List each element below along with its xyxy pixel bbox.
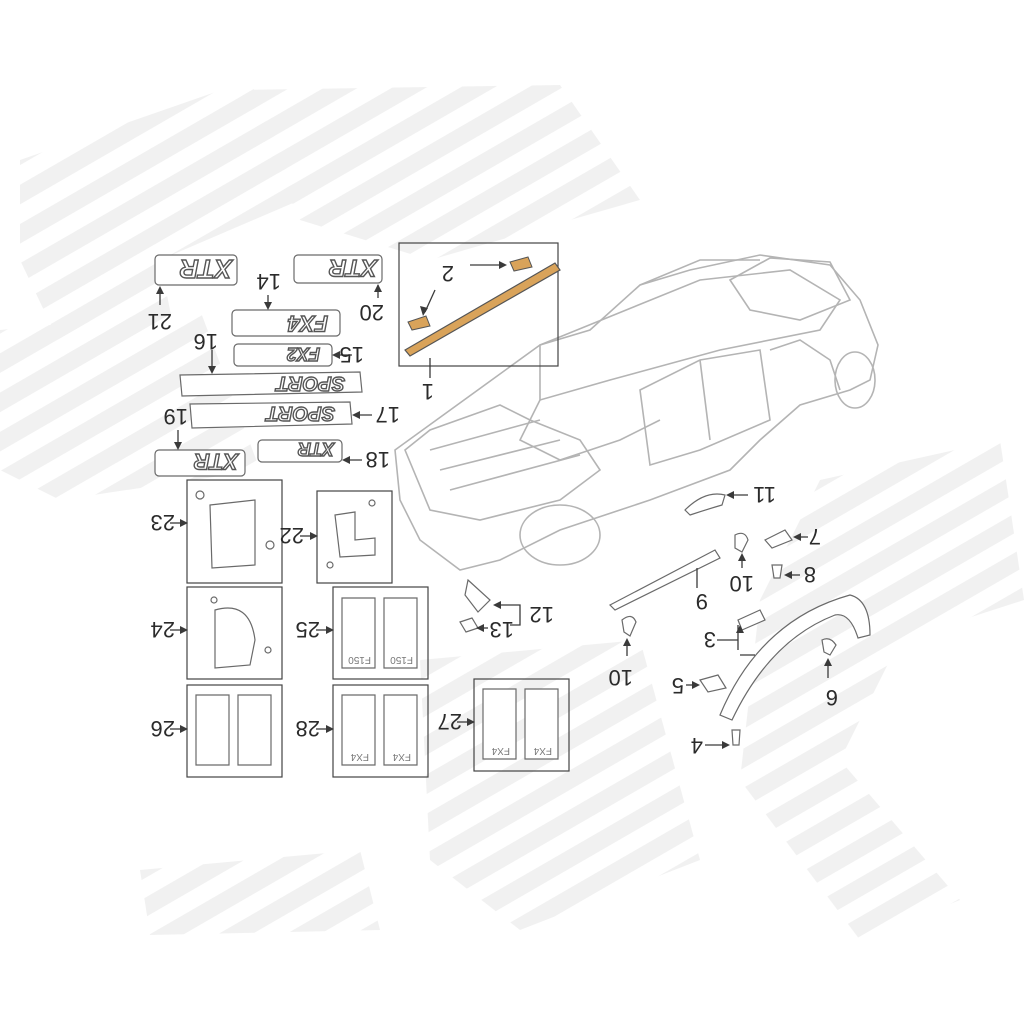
part-5: 5: [672, 673, 727, 698]
callout-27: 27: [438, 709, 462, 734]
mudflap-27-left-label: FX4: [491, 745, 510, 756]
part-9: 9: [608, 549, 721, 614]
callout-11: 11: [753, 482, 776, 507]
callout-10-upper: 10: [730, 571, 754, 596]
callout-26: 26: [151, 716, 175, 741]
truck-body: [394, 254, 879, 571]
badge-18: XTR 18: [257, 438, 390, 472]
callout-12: 12: [530, 602, 554, 627]
badge-14: FX4 14: [231, 269, 341, 337]
bed-rail-cap-group: 2 1: [398, 242, 561, 404]
part-10-lower: 10: [609, 615, 637, 690]
part-8: 8: [771, 562, 816, 587]
mud-flaps-27: FX4 FX4 27: [438, 678, 570, 772]
badge-17-text: SPORT: [265, 402, 335, 424]
bed-rail-box: [398, 242, 559, 367]
splash-guard-22: 22: [280, 490, 393, 584]
mudflap-25-right-label: F150: [390, 654, 413, 665]
callout-6: 6: [826, 685, 838, 710]
badge-20: XTR 20: [293, 253, 384, 325]
badge-17: SPORT 17: [189, 401, 400, 429]
part-13: 13: [459, 617, 514, 642]
badge-21-text: XTR: [180, 254, 234, 284]
callout-25: 25: [296, 617, 320, 642]
badge-16: SPORT 16: [179, 329, 363, 397]
badge-14-text: FX4: [288, 311, 328, 336]
splash-guard-23: 23: [151, 479, 283, 584]
mudflap-27-right-label: FX4: [533, 745, 552, 756]
badge-21: XTR 21: [148, 253, 238, 334]
callout-23: 23: [151, 510, 175, 535]
badge-18-text: XTR: [298, 439, 335, 459]
part-11: 11: [684, 482, 776, 516]
part-10-upper: 10: [730, 532, 754, 596]
badge-15-text: FX2: [287, 344, 320, 364]
callout-24: 24: [151, 617, 175, 642]
wheel-arch-molding: 3: [704, 594, 871, 721]
callout-9: 9: [696, 589, 708, 614]
callout-22: 22: [280, 523, 304, 548]
watermark-logo: [0, 80, 1024, 940]
mudflap-28-right-label: FX4: [392, 751, 411, 762]
end-cap-part-upper: [509, 256, 533, 272]
splash-guard-24: 24: [151, 586, 283, 680]
badge-19-text: XTR: [194, 449, 240, 474]
callout-16: 16: [194, 329, 218, 354]
callout-1: 1: [422, 379, 434, 404]
end-cap-part-lower: [407, 315, 431, 331]
bed-rail-cap-part: [404, 262, 561, 357]
part-4: 4: [691, 729, 741, 758]
part-12: 12: [464, 578, 554, 627]
callout-2: 2: [442, 261, 454, 286]
callout-5: 5: [672, 673, 684, 698]
callout-18: 18: [366, 447, 390, 472]
mud-flaps-28: FX4 FX4 28: [296, 684, 429, 778]
mud-flaps-25: F150 F150 25: [296, 586, 429, 680]
callout-4: 4: [691, 733, 703, 758]
part-6: 6: [821, 638, 838, 710]
callout-15: 15: [340, 342, 364, 367]
badge-20-text: XTR: [328, 254, 379, 281]
callout-17: 17: [376, 402, 400, 427]
callout-7: 7: [809, 524, 821, 549]
callout-19: 19: [164, 404, 188, 429]
badge-19: XTR 19: [154, 404, 246, 477]
callout-28: 28: [296, 716, 320, 741]
mudflap-25-left-label: F150: [348, 654, 371, 665]
callout-21: 21: [148, 309, 172, 334]
callout-20: 20: [360, 300, 384, 325]
callout-3: 3: [704, 627, 716, 652]
badge-16-text: SPORT: [275, 372, 345, 394]
callout-10-lower: 10: [609, 665, 633, 690]
mudflap-28-left-label: FX4: [350, 751, 369, 762]
badge-15: FX2 15: [233, 342, 364, 367]
mud-flaps-26: 26: [151, 684, 283, 778]
callout-8: 8: [804, 562, 816, 587]
part-7: 7: [764, 524, 821, 549]
callout-13: 13: [490, 617, 514, 642]
callout-14: 14: [257, 269, 281, 294]
